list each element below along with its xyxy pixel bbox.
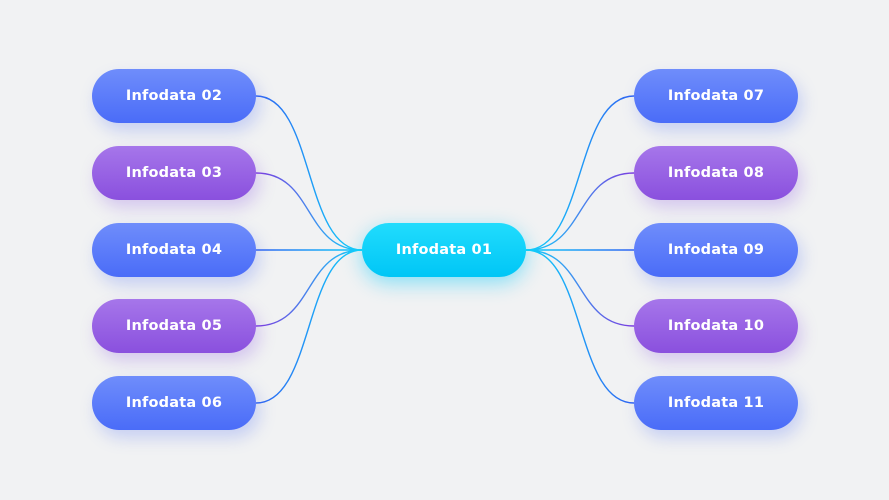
right-node-5: Infodata 11 — [634, 376, 798, 430]
left-node-2-label: Infodata 03 — [125, 165, 223, 181]
right-node-4: Infodata 10 — [634, 299, 798, 353]
connector-left-5 — [255, 249, 363, 404]
connector-right-2 — [525, 172, 635, 251]
center-node-label: Infodata 01 — [395, 242, 493, 258]
left-node-1-label: Infodata 02 — [125, 88, 223, 104]
right-node-2-label: Infodata 08 — [667, 165, 765, 181]
connector-right-4 — [525, 249, 635, 327]
left-node-4-label: Infodata 05 — [125, 318, 223, 334]
right-node-4-label: Infodata 10 — [667, 318, 765, 334]
center-node: Infodata 01 — [362, 223, 526, 277]
right-node-3: Infodata 09 — [634, 223, 798, 277]
left-node-3: Infodata 04 — [92, 223, 256, 277]
right-node-1-label: Infodata 07 — [667, 88, 765, 104]
left-node-1: Infodata 02 — [92, 69, 256, 123]
connector-right-1 — [525, 95, 635, 251]
right-node-2: Infodata 08 — [634, 146, 798, 200]
connector-left-1 — [255, 95, 363, 251]
left-node-4: Infodata 05 — [92, 299, 256, 353]
right-node-5-label: Infodata 11 — [667, 395, 765, 411]
right-node-3-label: Infodata 09 — [667, 242, 765, 258]
left-node-2: Infodata 03 — [92, 146, 256, 200]
left-node-5-label: Infodata 06 — [125, 395, 223, 411]
connector-right-5 — [525, 249, 635, 404]
connector-left-4 — [255, 249, 363, 327]
right-node-1: Infodata 07 — [634, 69, 798, 123]
connector-left-2 — [255, 172, 363, 251]
left-node-5: Infodata 06 — [92, 376, 256, 430]
left-node-3-label: Infodata 04 — [125, 242, 223, 258]
